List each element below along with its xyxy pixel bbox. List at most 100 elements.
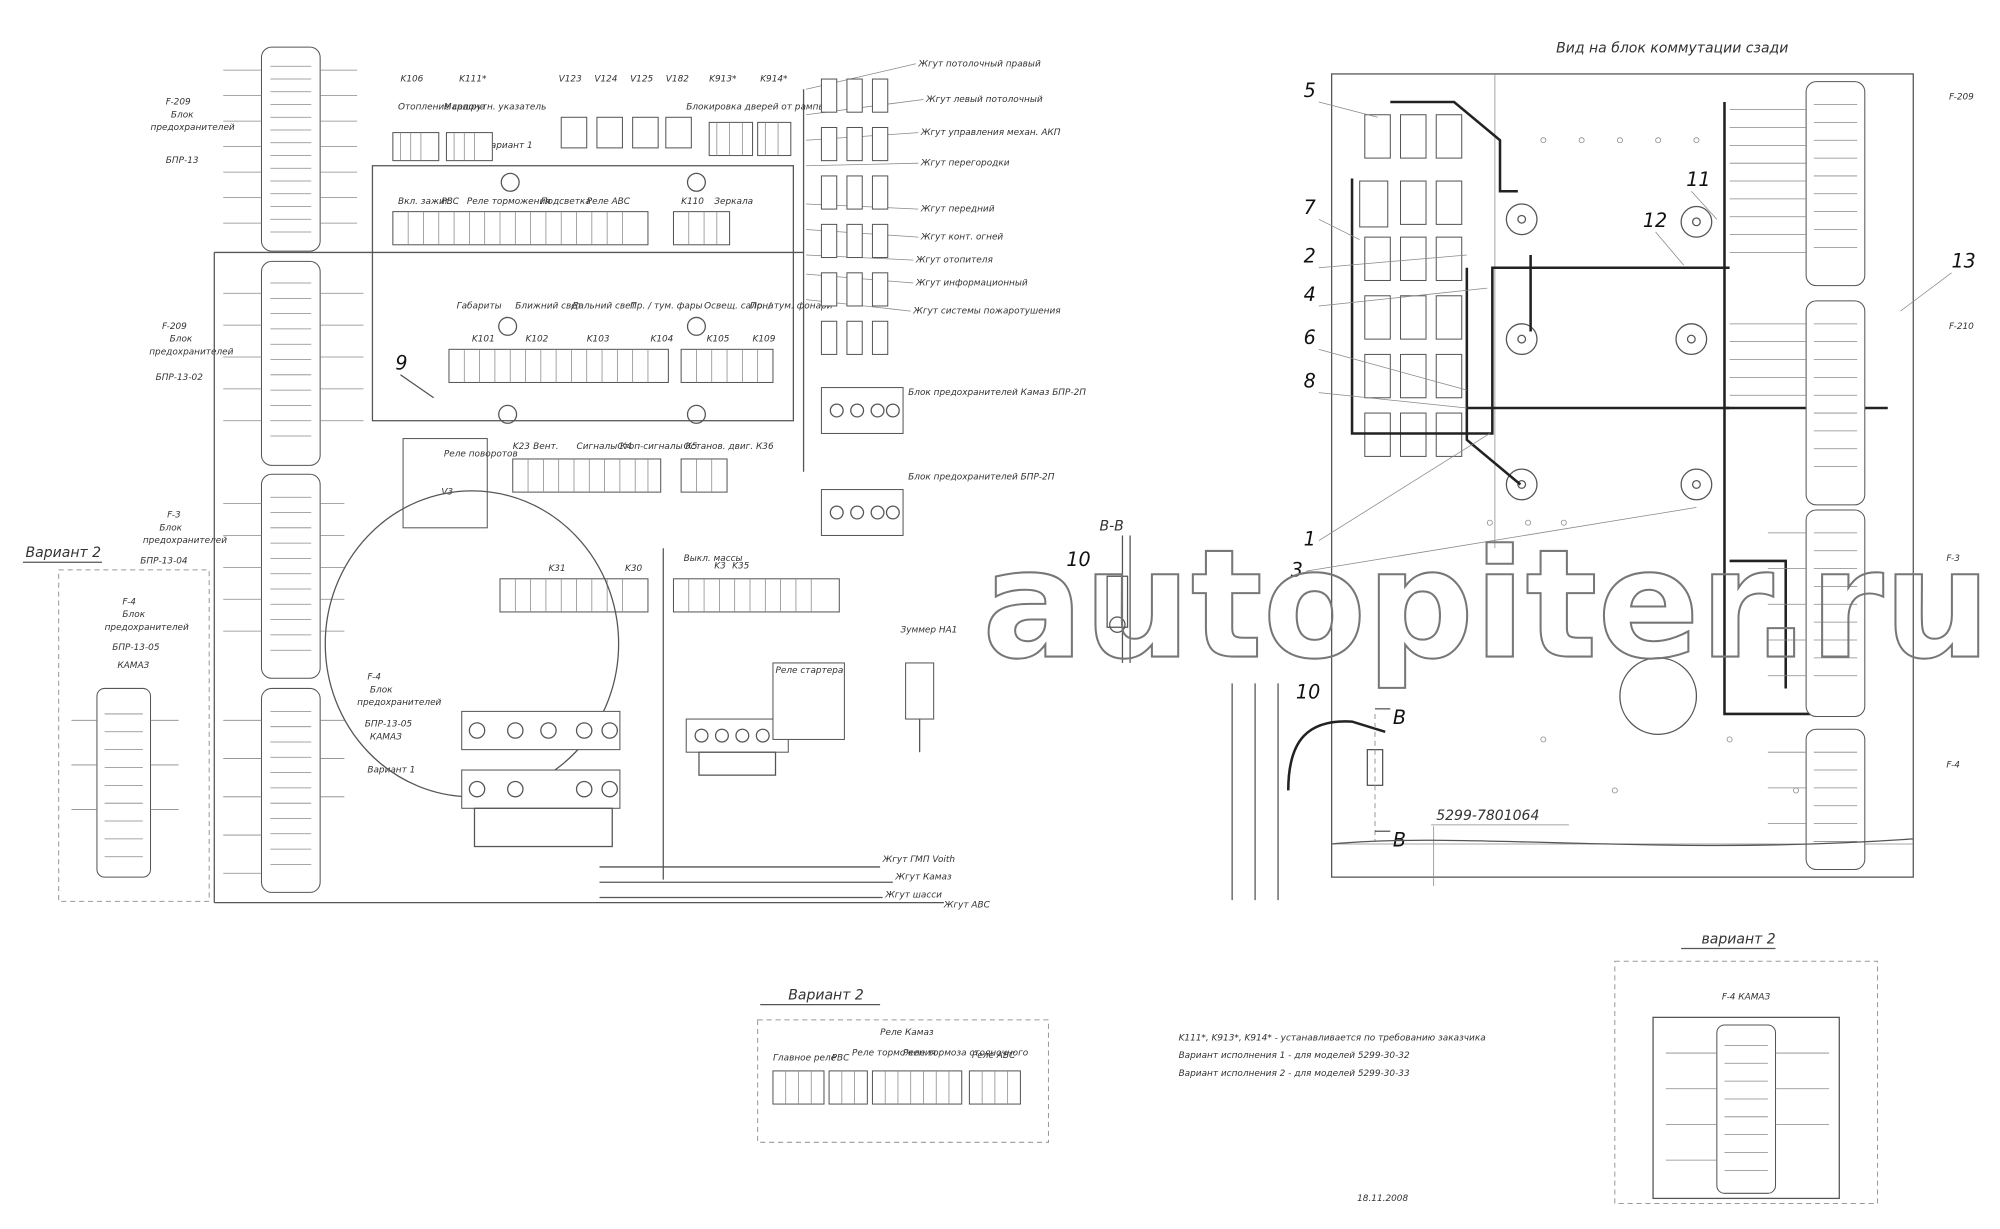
relay-panel-frame [371,165,795,422]
mid-block-2: Блок предохранителей БПР-2П [908,472,1055,482]
code-v123: V123 [559,75,582,85]
harness-4: Жгут перегородки [920,159,1010,169]
row2-light: Подсветка [541,197,591,207]
variant2-bottom-title: Вариант 2 [788,988,864,1004]
f3-line1: F-3 [167,511,181,521]
callout-5: 5 [1304,79,1316,102]
variant2-parking: Реле тормоза стояночного [903,1049,1029,1059]
harness-2: Жгут левый потолочный [925,95,1043,105]
harness-5: Жгут передний [920,205,995,215]
code-k103: K103 [587,335,610,345]
row4-signal: Сигналы К4 [577,442,633,452]
rear-callouts: 5 7 2 4 6 8 1 3 11 12 13 10 [1291,79,1976,704]
rear-f209: F-209 [1949,92,1974,102]
f209b-line4: БПР-13-02 [156,373,204,383]
callout-6: 6 [1304,326,1316,349]
bottom-harness-4: Жгут АВС [943,901,991,911]
fuse-block-f3: F-3 Блок предохранителей БПР-13-04 [140,473,345,679]
rear-f3: F-3 [1946,554,1960,564]
f209b-line3: предохранителей [149,347,233,357]
row2-abs: Реле АВС [587,197,631,207]
f4b-line5: КАМАЗ [117,661,149,671]
name-route-indicator: Маршрутн. указатель [444,103,546,113]
date-stamp: 18.11.2008 [1357,1194,1408,1204]
row2-ign: Вкл. зажиг. [398,197,452,207]
callout-13: 13 [1952,250,1976,273]
code-k106: K106 [401,75,424,85]
relay-row-2: Вкл. зажиг. РВС Реле торможения Подсветк… [392,197,753,246]
rear-relay-grid [1359,114,1463,457]
mid-block-1: Блок предохранителей Камаз БПР-2П [908,388,1086,398]
callout-3: 3 [1291,558,1303,581]
f3-line3: предохранителей [143,536,227,546]
callout-7: 7 [1304,196,1316,219]
f4-line2: Блок [370,685,393,695]
rear-f4: F-4 [1946,760,1960,770]
row5-k31: K31 [548,564,565,574]
row2-mirror: Зеркала [714,197,753,207]
callout-9: 9 [395,352,407,375]
rear-view: Вид на блок коммутации сзади [1231,40,1976,901]
section-marker-top: В [1393,706,1406,729]
variant2-right-block: F-4 КАМАЗ [1722,993,1771,1003]
rear-view-title: Вид на блок коммутации сзади [1556,40,1788,56]
note-3: Вариант исполнения 2 - для моделей 5299-… [1179,1069,1410,1079]
harness-loop [324,490,620,798]
harness-3: Жгут управления механ. АКП [920,128,1061,138]
f209a-line2: Блок [171,110,194,120]
f209a-line4: БПР-13 [166,156,199,166]
f4-line3: предохранителей [357,698,441,708]
callout-1: 1 [1304,528,1316,551]
f209a-line1: F-209 [166,98,191,108]
notes: K111*, K913*, K914* - устанавливается по… [1179,1033,1486,1079]
bottom-harness-2: Жгут Камаз [894,873,952,883]
code-k913: K913* [709,75,737,85]
bottom-harness-1: Жгут ГМП Voith [882,855,956,865]
buzzer: Зуммер НА1 [901,625,958,635]
callout-8: 8 [1304,370,1316,393]
harness-9: Жгут системы пожаротушения [912,307,1061,317]
row3-high: Дальний свет [570,302,636,312]
row5-k30: K30 [625,564,643,574]
code-k101: K101 [472,335,495,345]
rear-bottom-detail: В В 5299-7801064 [1231,683,1914,901]
callout-10: 10 [1296,681,1320,704]
row3-fog: Пр. / тум. фары [630,302,702,312]
row2-rvs: РВС [441,197,459,207]
row3-fog-rear: Пр. / тум. фонари [750,302,833,312]
left-sheet: F-209 Блок предохранителей БПР-13 F-209 … [22,46,1086,911]
note-2: Вариант исполнения 1 - для моделей 5299-… [1179,1051,1410,1061]
bpr-2p-blocks: Блок предохранителей Камаз БПР-2П Блок п… [820,387,1086,536]
harness-label-list: Жгут потолочный правый Жгут левый потоло… [806,59,1061,355]
code-k109: K109 [753,335,776,345]
section-b-b: В-В 10 [1066,518,1131,663]
variant1-label-top: Вариант 1 [485,141,533,151]
row2-k110: K110 [681,197,704,207]
f3-line4: БПР-13-04 [140,557,188,567]
rear-plate [1330,73,1914,878]
callout-4: 4 [1304,283,1316,306]
f4b-line4: БПР-13-05 [112,643,160,653]
starter-relay: Реле стартера [776,666,844,676]
name-door-lock: Блокировка дверей от рампы [686,103,825,113]
part-number: 5299-7801064 [1436,808,1539,824]
row5-k35: K35 [732,562,750,572]
fuse-block-f209b: F-209 Блок предохранителей БПР-13-02 [149,260,364,466]
harness-1: Жгут потолочный правый [917,59,1041,69]
code-k104: K104 [651,335,674,345]
terminal-blocks-mid: Реле стартера Зуммер НА1 [685,625,958,776]
variant2-right-title: вариант 2 [1702,931,1776,947]
row5-k3: K3 [714,562,726,572]
f4-line5: КАМАЗ [370,732,402,742]
row3-salon: Освещ. салона [704,302,773,312]
row3-gab: Габариты [457,302,502,312]
row4-engine: Останов. двиг. К36 [684,442,774,452]
harness-7: Жгут отопителя [915,256,994,266]
variant2-left-title: Вариант 2 [26,545,102,561]
f209b-line2: Блок [170,335,193,345]
f4b-line3: предохранителей [105,623,189,633]
variant2-right-box: вариант 2 F-4 КАМАЗ [1614,931,1879,1205]
callout-11: 11 [1686,168,1710,191]
row2-brake: Реле торможения [467,197,551,207]
